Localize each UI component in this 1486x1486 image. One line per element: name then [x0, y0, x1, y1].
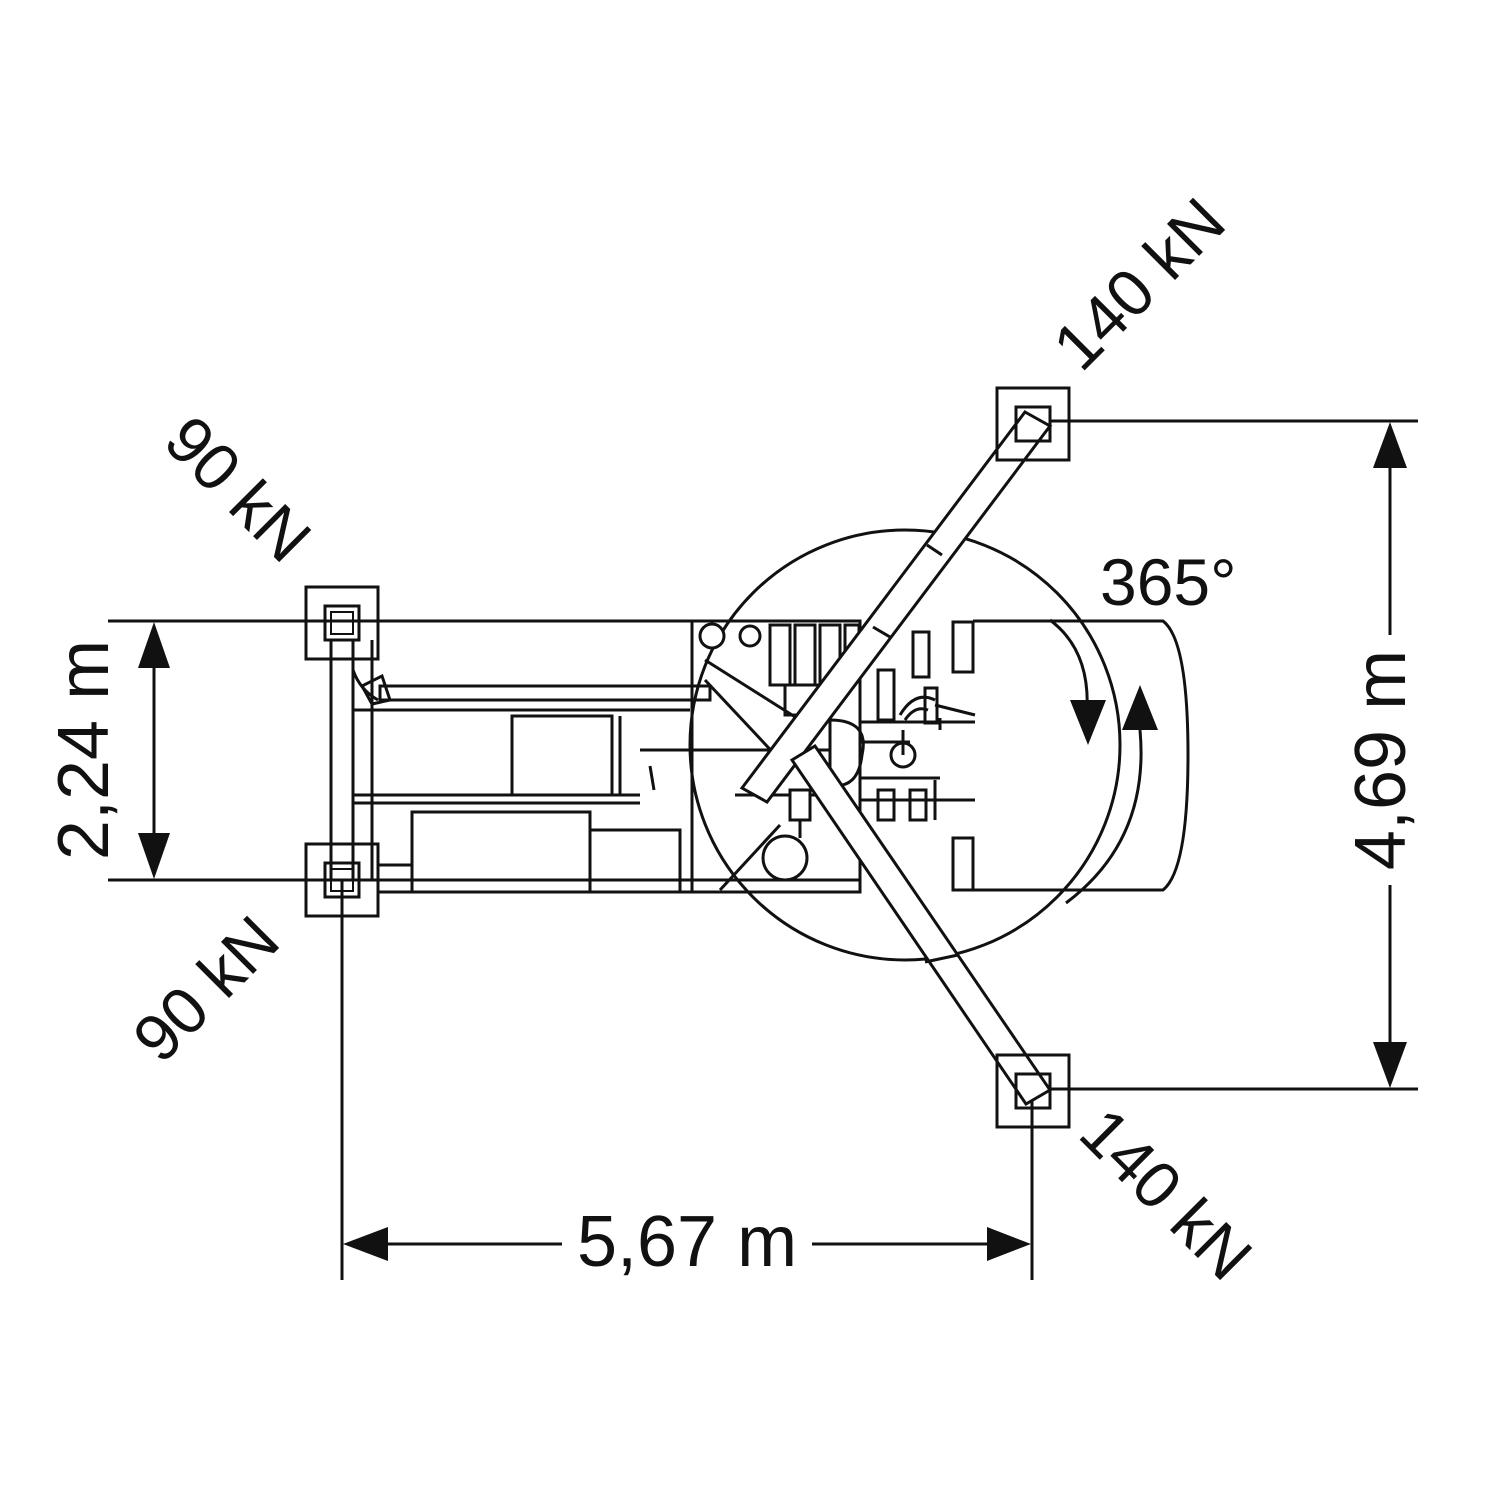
carrier-body	[108, 619, 862, 894]
dimension-width-label: 2,24 m	[44, 640, 124, 860]
rotation-indicator: 365°	[1049, 545, 1237, 905]
load-label-bottom-left: 90 kN	[119, 902, 293, 1076]
dimension-length: 5,67 m	[340, 880, 1034, 1282]
rotation-label: 365°	[1100, 545, 1237, 619]
outrigger-beam-top-right	[739, 410, 1053, 804]
wheel-icon	[738, 624, 762, 648]
pad-top-left	[304, 585, 380, 661]
dimension-width: 2,24 m	[44, 622, 170, 879]
load-label-top-left: 90 kN	[151, 402, 325, 576]
dimension-length-label: 5,67 m	[577, 1202, 797, 1282]
winch-icon	[761, 834, 809, 882]
dimension-height-label: 4,69 m	[1341, 650, 1421, 870]
dimension-height: 4,69 m	[1050, 419, 1421, 1091]
slew-ring	[688, 528, 1122, 962]
counterweight	[951, 619, 1190, 892]
pad-top-right	[995, 386, 1071, 462]
load-label-bottom-right: 140 kN	[1066, 1094, 1266, 1294]
wheel-icon	[698, 622, 726, 650]
load-label-top-right: 140 kN	[1039, 184, 1239, 384]
